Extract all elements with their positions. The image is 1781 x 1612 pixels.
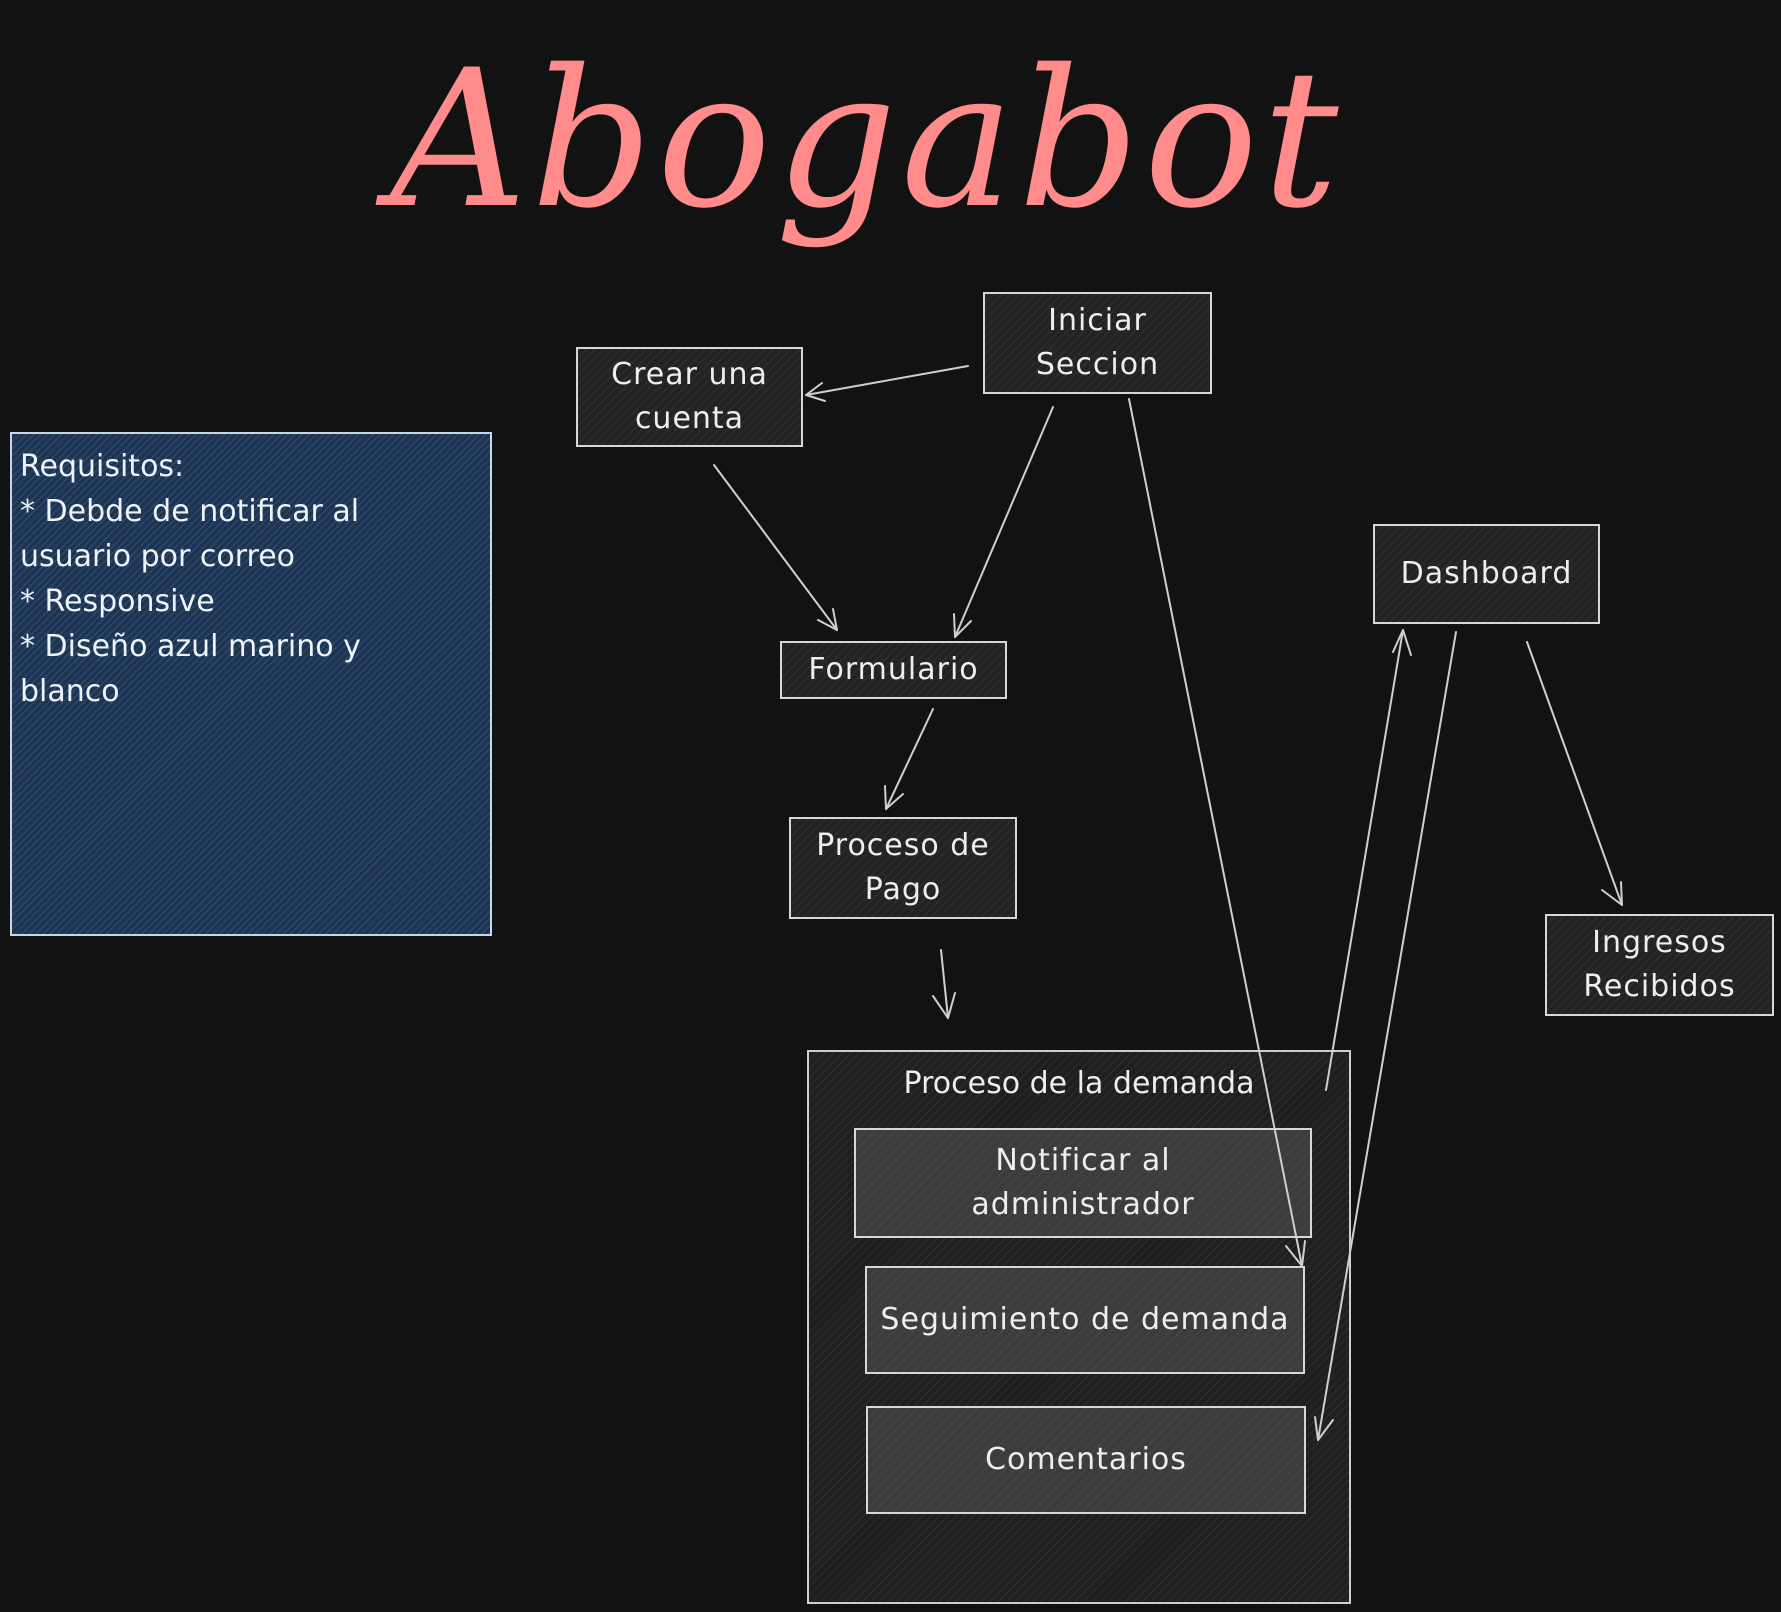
node-label: Formulario xyxy=(808,652,979,687)
arrow-pago-to-demanda xyxy=(932,949,956,1019)
arrow-iniciar-to-seguimiento xyxy=(1128,398,1306,1267)
node-ingresos-recibidos[interactable]: Ingresos Recibidos xyxy=(1545,914,1774,1016)
node-seguimiento-demanda[interactable]: Seguimiento de demanda xyxy=(865,1266,1305,1374)
arrow-iniciar-to-crear xyxy=(805,365,969,402)
node-label: Seccion xyxy=(1035,347,1160,382)
requirements-line: * Responsive xyxy=(20,584,215,619)
node-label: cuenta xyxy=(634,401,745,436)
requirements-line: blanco xyxy=(20,674,120,709)
requirements-line: * Debde de notificar al xyxy=(20,494,360,529)
node-iniciar-seccion[interactable]: Iniciar Seccion xyxy=(983,292,1212,394)
node-label: Crear una xyxy=(611,357,768,392)
node-label: Notificar al xyxy=(995,1143,1171,1178)
node-label: Seguimiento de demanda xyxy=(880,1302,1290,1337)
node-formulario[interactable]: Formulario xyxy=(780,641,1007,699)
node-label: Comentarios xyxy=(985,1442,1187,1477)
arrow-dashboard-to-ingresos xyxy=(1526,641,1623,906)
group-label: Proceso de la demanda xyxy=(903,1066,1255,1101)
node-label: Dashboard xyxy=(1400,556,1573,591)
requirements-line: Requisitos: xyxy=(20,449,185,484)
node-label: Recibidos xyxy=(1583,969,1736,1004)
node-label: administrador xyxy=(971,1187,1195,1222)
arrow-crear-to-formulario xyxy=(713,464,838,631)
node-dashboard[interactable]: Dashboard xyxy=(1373,524,1600,624)
arrow-iniciar-to-formulario xyxy=(953,406,1054,638)
node-comentarios[interactable]: Comentarios xyxy=(866,1406,1306,1514)
node-label: Iniciar xyxy=(1048,303,1147,338)
arrow-demanda-to-dashboard xyxy=(1325,629,1412,1091)
requirements-line: usuario por correo xyxy=(20,539,296,574)
node-label: Ingresos xyxy=(1592,925,1727,960)
node-label: Proceso de xyxy=(816,828,990,863)
diagram-title: Abogabot xyxy=(390,29,1343,250)
node-notificar-administrador[interactable]: Notificar al administrador xyxy=(854,1128,1312,1238)
requirements-line: * Diseño azul marino y xyxy=(20,629,361,664)
requirements-note[interactable]: Requisitos: * Debde de notificar al usua… xyxy=(10,432,492,936)
arrow-dashboard-to-comentarios xyxy=(1314,631,1457,1441)
node-label: Pago xyxy=(864,872,942,907)
node-crear-cuenta[interactable]: Crear una cuenta xyxy=(576,347,803,447)
arrow-formulario-to-pago xyxy=(884,708,934,810)
node-proceso-pago[interactable]: Proceso de Pago xyxy=(789,817,1017,919)
